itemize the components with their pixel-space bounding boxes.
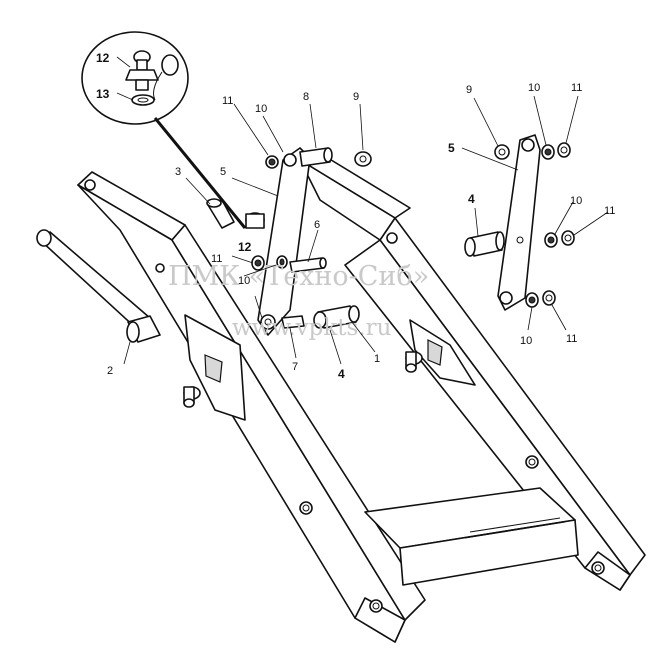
part-4-bushing-right	[464, 231, 505, 257]
leader-lines	[116, 56, 609, 365]
part-4-bushing-center	[313, 305, 360, 329]
callout-10-right-bottom: 10	[520, 335, 532, 347]
callout-7: 7	[292, 361, 298, 373]
part-5-link-right	[497, 134, 541, 311]
part-3-bushing	[206, 198, 235, 229]
part-6-pin	[289, 257, 327, 273]
callout-12-left: 12	[238, 240, 252, 254]
callout-4-center: 4	[338, 367, 345, 381]
callout-13: 13	[96, 87, 110, 101]
callout-10-left: 10	[238, 275, 250, 287]
callout-2: 2	[107, 365, 113, 377]
part-11-12-nuts-left	[251, 255, 288, 271]
callout-5-right: 5	[448, 141, 455, 155]
callout-6: 6	[314, 219, 320, 231]
callout-8: 8	[303, 91, 309, 103]
callout-11-right-bottom: 11	[566, 333, 577, 345]
washers-nuts-right	[494, 142, 575, 308]
left-bracket-plate	[183, 314, 246, 421]
watermark-url: www.vpkts.ru	[232, 315, 391, 341]
callout-3: 3	[175, 166, 181, 178]
callout-12-inset: 12	[96, 51, 110, 65]
detail-inset-grease-nipple	[81, 31, 247, 229]
part-5-link-left	[245, 147, 311, 336]
callout-11-right-mid: 11	[604, 205, 615, 217]
callout-10-upper: 10	[255, 103, 267, 115]
callout-1: 1	[374, 353, 380, 365]
callout-labels: 12 13 11 10 8 9 3 5 6 11 12 10 2 7 4 1 9…	[96, 51, 615, 381]
cross-member	[364, 487, 579, 586]
part-2-long-pin	[36, 229, 161, 343]
part-9-washer-left	[354, 151, 372, 167]
part-7-pin	[281, 315, 305, 329]
part-10-11-upper-left	[265, 155, 279, 169]
callout-10-right-mid: 10	[570, 195, 582, 207]
callout-10-right-top: 10	[528, 82, 540, 94]
callout-9-right: 9	[466, 84, 472, 96]
callout-11-upper: 11	[222, 95, 233, 107]
callout-11-left: 11	[211, 253, 222, 265]
callout-5-left: 5	[220, 166, 226, 178]
watermark-company: ПМК «Техно-Сиб»	[168, 261, 429, 292]
callout-11-right-top: 11	[571, 82, 582, 94]
left-boom-arm	[77, 171, 426, 643]
part-8-pin	[299, 147, 333, 167]
callout-9-left: 9	[353, 91, 359, 103]
callout-4-right: 4	[468, 192, 475, 206]
right-bracket-plate	[405, 319, 476, 386]
